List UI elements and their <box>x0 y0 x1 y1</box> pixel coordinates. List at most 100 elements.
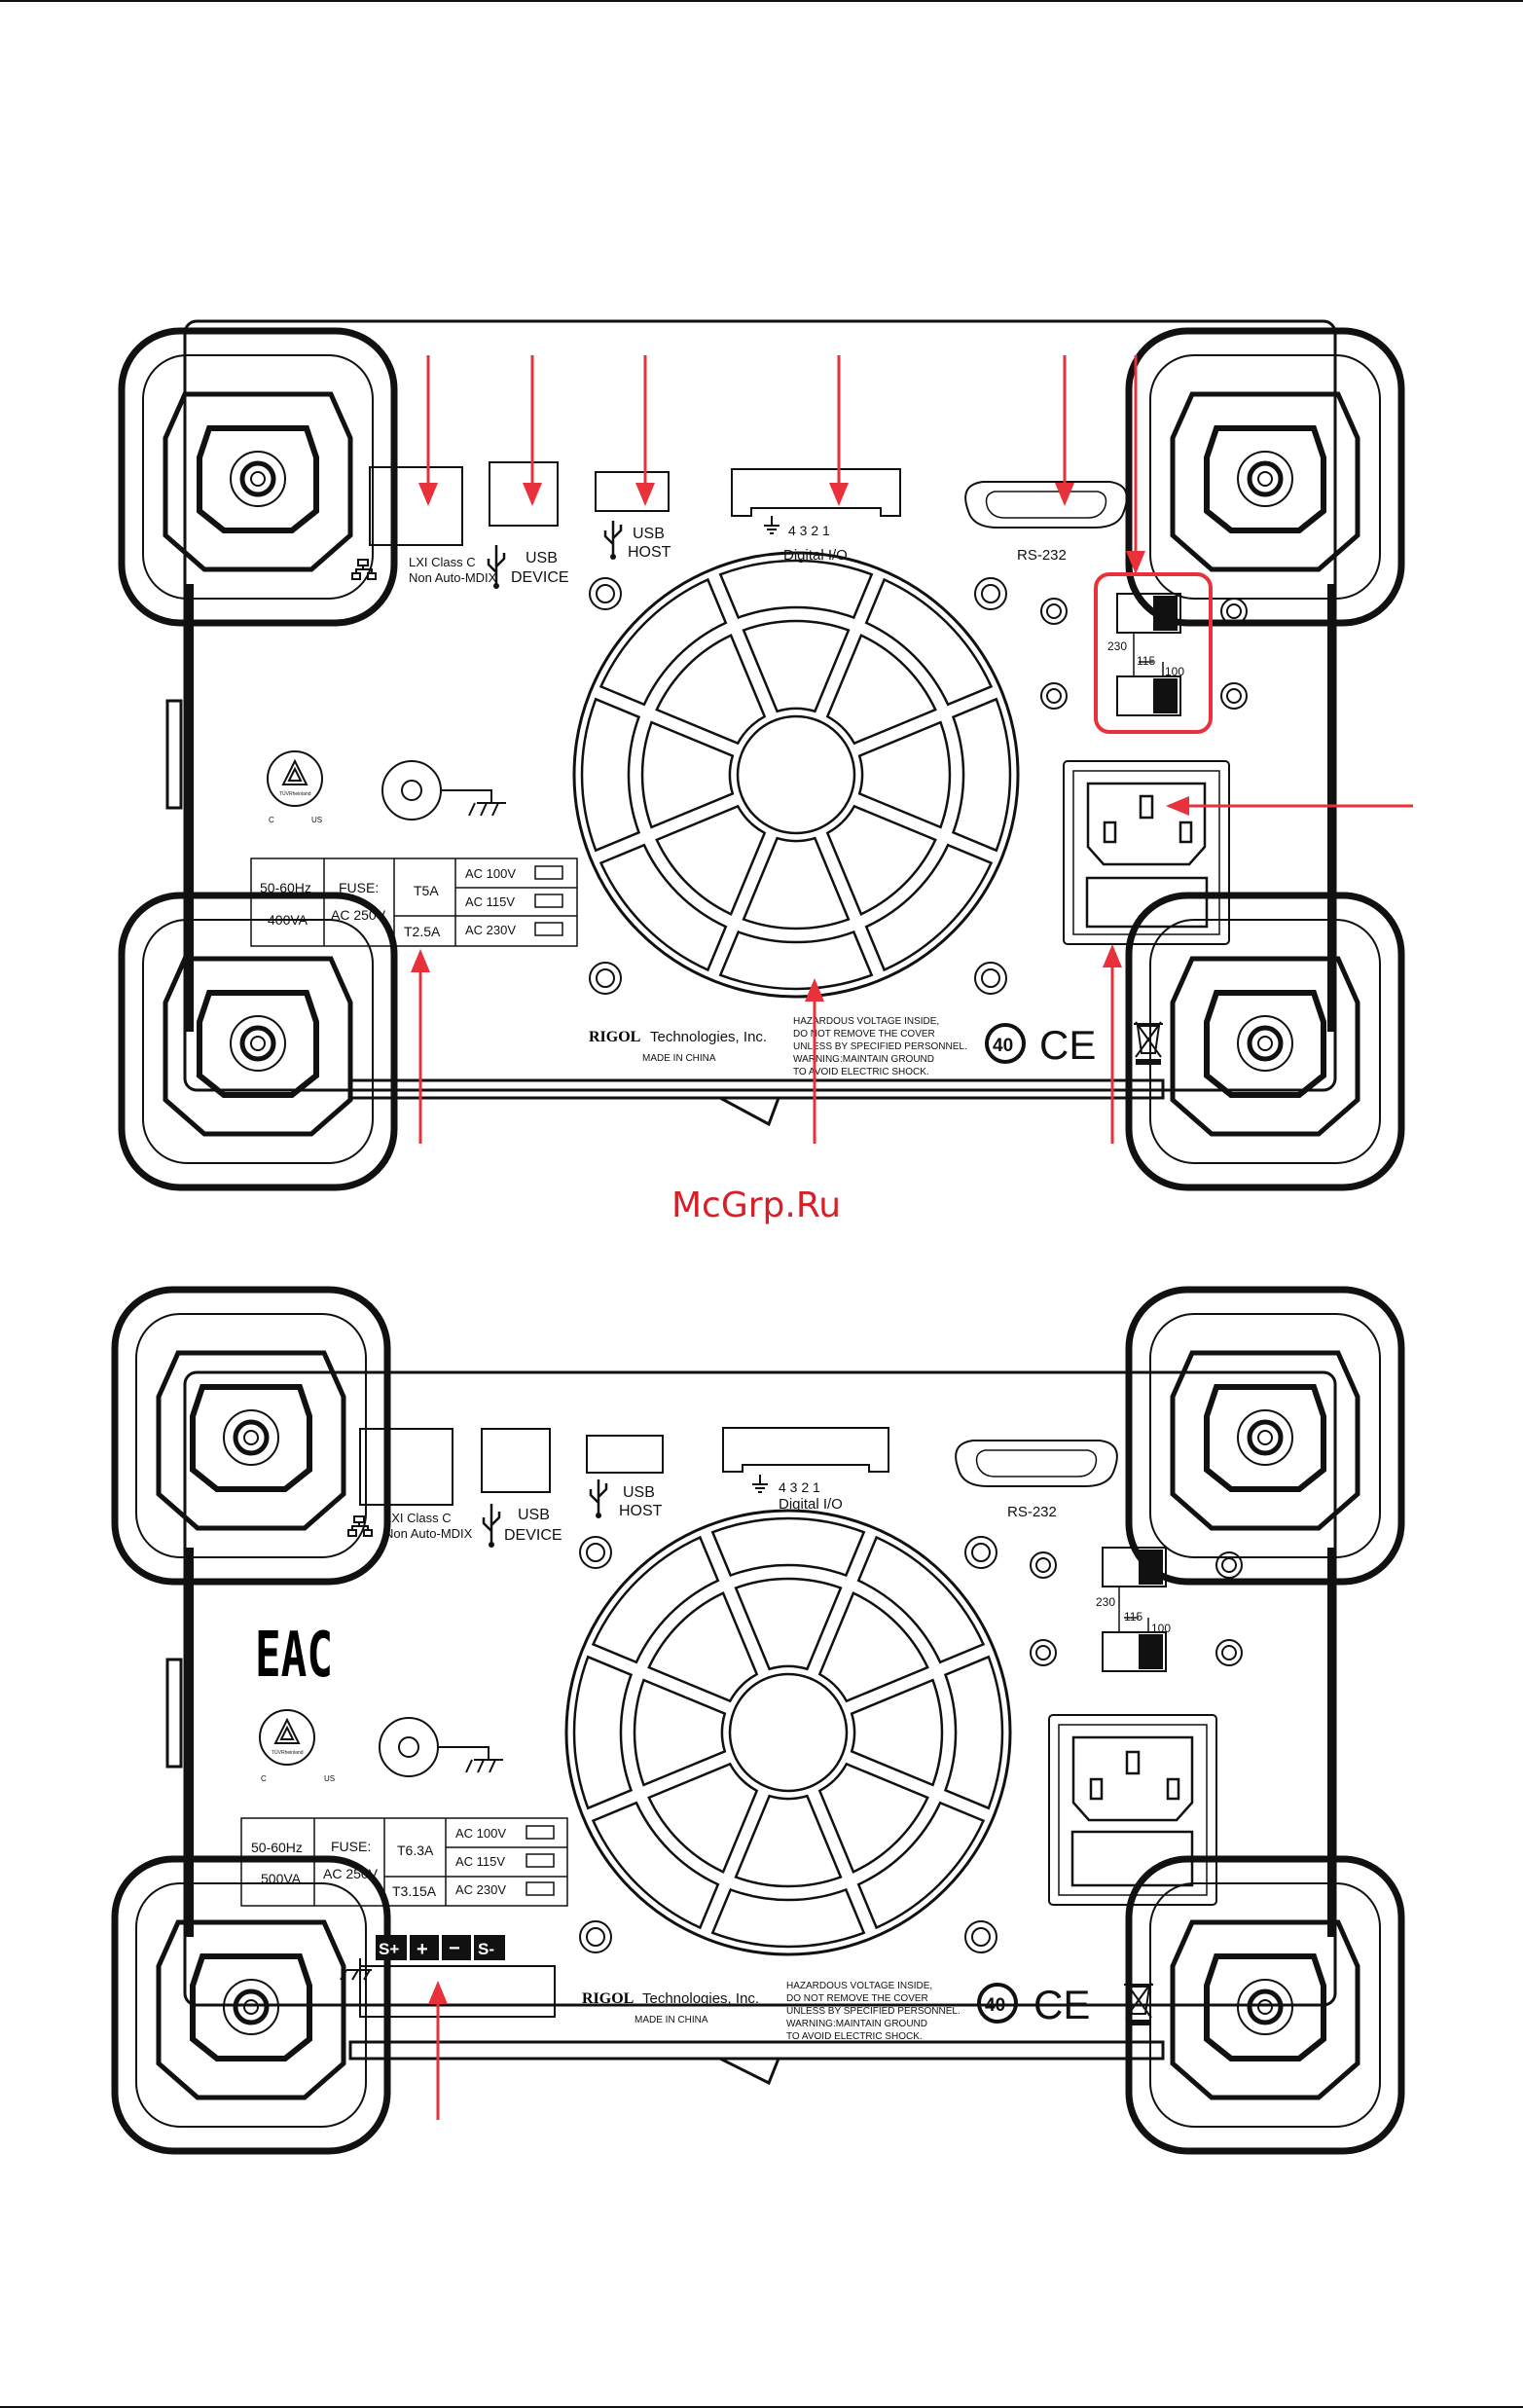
digital-io-pins: 4 3 2 1 <box>779 1479 820 1495</box>
fuse-table <box>250 857 578 947</box>
fuse-drawer[interactable] <box>1085 876 1209 929</box>
rs232-port[interactable] <box>964 481 1128 529</box>
fan-slot <box>718 559 874 620</box>
output-terminal-block[interactable] <box>359 1965 556 2018</box>
callout-arrows <box>428 1981 448 2120</box>
usb-host-port[interactable] <box>586 1435 664 1474</box>
fan-slot <box>640 720 735 829</box>
fan-slot <box>825 634 937 746</box>
tuv-us: US <box>311 816 322 824</box>
selector-115: 115 <box>1137 654 1155 668</box>
callout-arrows <box>411 355 1413 1144</box>
made-in-china: MADE IN CHINA <box>635 2015 708 2025</box>
usb-host-label-1: USB <box>623 1484 655 1501</box>
fan-slot <box>572 1655 634 1810</box>
fuse-row-115: AC 115V <box>465 894 515 909</box>
digital-io-label: Digital I/O <box>783 547 848 564</box>
svg-text:DO NOT REMOVE THE COVER: DO NOT REMOVE THE COVER <box>793 1029 935 1040</box>
rohs-icon <box>985 1023 1026 1064</box>
svg-text:TO AVOID ELECTRIC SHOCK.: TO AVOID ELECTRIC SHOCK. <box>786 2031 923 2042</box>
fan-slot <box>856 1535 986 1664</box>
usb-host-port[interactable] <box>595 471 670 512</box>
fuse-power: 400VA <box>268 912 308 928</box>
voltage-selector[interactable] <box>1116 593 1181 716</box>
fuse-row-230: AC 230V <box>455 1882 506 1897</box>
made-in-china: MADE IN CHINA <box>642 1053 716 1064</box>
svg-text:HAZARDOUS VOLTAGE INSIDE,: HAZARDOUS VOLTAGE INSIDE, <box>786 1981 932 1991</box>
bottom-foot-rail <box>348 2040 1165 2061</box>
fan-slot <box>742 836 851 930</box>
lan-port[interactable] <box>359 1428 453 1506</box>
out-plus-label: + <box>417 1939 428 1960</box>
digital-io-port[interactable] <box>722 1427 889 1473</box>
usb-device-port[interactable] <box>481 1428 551 1493</box>
fan-slot <box>951 697 1012 853</box>
svg-text:WARNING:MAINTAIN GROUND: WARNING:MAINTAIN GROUND <box>793 1054 934 1065</box>
fuse-voltage: AC 250V <box>323 1866 379 1881</box>
fan-grille <box>572 551 1020 999</box>
digital-io-pins: 4 3 2 1 <box>788 523 830 538</box>
fan-slot <box>655 804 767 916</box>
brand-name: RIGOL <box>582 1990 634 2007</box>
tuv-c: C <box>261 1774 267 1783</box>
svg-text:WARNING:MAINTAIN GROUND: WARNING:MAINTAIN GROUND <box>786 2019 927 2029</box>
rs232-port[interactable] <box>955 1440 1118 1487</box>
voltage-selector[interactable] <box>1102 1547 1167 1672</box>
corner-bumper <box>118 327 398 627</box>
callout-arrow-voltage-selector <box>1126 355 1145 574</box>
lan-port[interactable] <box>369 466 463 546</box>
fuse-row-100: AC 100V <box>455 1826 506 1841</box>
ce-mark: CE <box>1039 1022 1096 1068</box>
fan-slot <box>857 720 952 829</box>
power-inlet[interactable] <box>1063 760 1230 945</box>
fuse-freq: 50-60Hz <box>251 1840 303 1855</box>
callout-arrow-output-terminal <box>428 1981 448 2120</box>
out-minus-label: − <box>449 1938 460 1959</box>
callout-arrow-lan <box>418 355 438 506</box>
sense-plus-label: S+ <box>379 1940 399 1958</box>
eac-mark: EAC <box>255 1620 333 1692</box>
warning-text: HAZARDOUS VOLTAGE INSIDE, DO NOT REMOVE … <box>786 1981 961 2042</box>
chassis-body <box>183 1370 1337 2007</box>
digital-io-label: Digital I/O <box>779 1496 843 1513</box>
bottom-foot-clip <box>719 2057 780 2086</box>
sense-terminal-labels: S+ + − S- <box>376 1935 505 1960</box>
selector-100: 100 <box>1151 1622 1171 1635</box>
fuse-drawer[interactable] <box>1070 1830 1194 1887</box>
power-inlet[interactable] <box>1048 1714 1217 1906</box>
fan-slot <box>598 843 728 972</box>
digital-io-port[interactable] <box>731 468 901 517</box>
fan-slot <box>633 1678 727 1787</box>
fuse-high: T6.3A <box>397 1842 434 1858</box>
rs232-label: RS-232 <box>1017 547 1067 564</box>
chassis-ground-terminal <box>379 1717 503 1777</box>
corner-bumper <box>118 892 398 1191</box>
selector-highlight <box>1094 572 1213 734</box>
tuv-mark <box>267 750 323 807</box>
side-handle <box>165 1658 183 1769</box>
fan-slot <box>647 1591 759 1703</box>
rohs-icon <box>977 1983 1018 2024</box>
fuse-low: T3.15A <box>392 1883 437 1899</box>
lan-label-1: LXI Class C <box>409 555 476 569</box>
corner-bumper <box>1125 1286 1405 1586</box>
sense-minus-label: S- <box>478 1940 494 1958</box>
callout-arrow-usb-device <box>523 355 542 506</box>
fuse-low: T2.5A <box>404 924 441 939</box>
mount-screws <box>589 577 1248 995</box>
ground-icon <box>764 516 780 534</box>
fuse-label: FUSE: <box>339 880 379 895</box>
usb-host-label-2: HOST <box>619 1503 663 1519</box>
fan-grille <box>564 1509 1012 1956</box>
fuse-row-100: AC 100V <box>465 866 516 881</box>
tuv-triangle <box>281 758 308 785</box>
svg-text:TO AVOID ELECTRIC SHOCK.: TO AVOID ELECTRIC SHOCK. <box>793 1067 929 1077</box>
corner-bumper <box>1125 892 1405 1191</box>
weee-icon <box>1124 1982 1153 2025</box>
svg-text:UNLESS BY SPECIFIED PERSONNEL.: UNLESS BY SPECIFIED PERSONNEL. <box>786 2006 961 2017</box>
usb-device-port[interactable] <box>489 461 559 527</box>
fan-slot <box>943 1655 1004 1810</box>
fuse-table <box>240 1817 568 1907</box>
selector-230: 230 <box>1096 1595 1115 1609</box>
